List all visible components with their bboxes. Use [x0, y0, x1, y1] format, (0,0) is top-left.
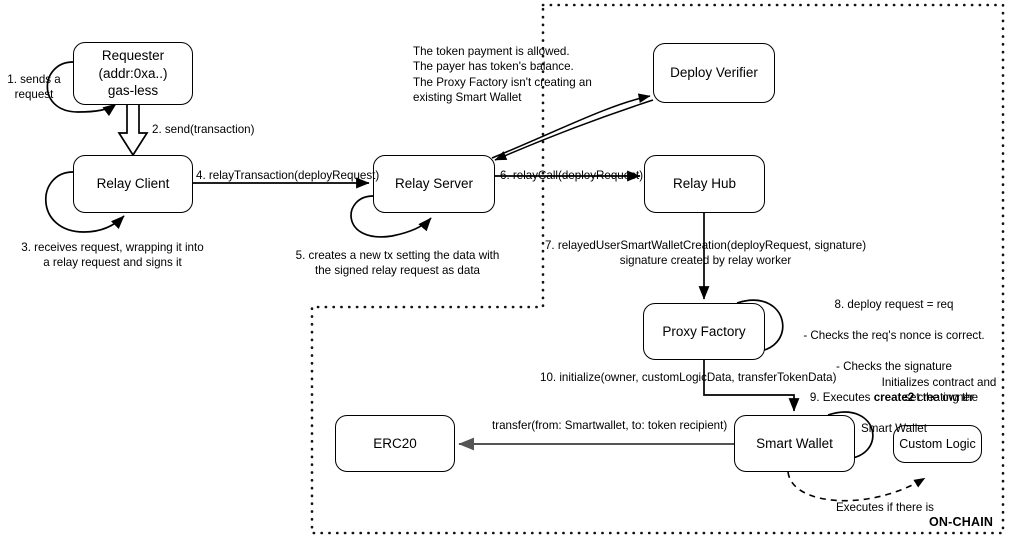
arrow-initialize — [703, 360, 800, 412]
label-step-10: 10. initialize(owner, customLogicData, t… — [540, 371, 837, 384]
arrow-executes-custom-logic — [787, 471, 926, 502]
node-erc20[interactable]: ERC20 — [335, 415, 455, 472]
label-initializes-note: Initializes contract and set the owner — [881, 376, 997, 405]
label-step-3: 3. receives request, wrapping it into a … — [21, 241, 204, 270]
node-relay-client[interactable]: Relay Client — [73, 155, 193, 213]
arrow-relay-client-self-loop — [44, 171, 125, 233]
label-step-9-prefix: 9. Executes — [809, 390, 874, 404]
node-requester-label: Requester (addr:0xa..) gas-less — [98, 47, 168, 99]
node-deploy-verifier-label: Deploy Verifier — [670, 65, 758, 81]
label-verifier-conditions-note: The token payment is allowed. The payer … — [413, 45, 592, 105]
label-executes-note: Executes if there is — [836, 501, 934, 514]
label-transfer: transfer(from: Smartwallet, to: token re… — [492, 419, 728, 432]
arrow-send-transaction — [117, 105, 149, 157]
label-step-4: 4. relayTransaction(deployRequest) — [196, 169, 380, 182]
arrow-server-to-verifier — [491, 93, 651, 159]
label-on-chain: ON-CHAIN — [929, 515, 994, 529]
node-proxy-factory-label: Proxy Factory — [662, 323, 746, 339]
label-step-6: 6. relayCall(deployRequest) — [500, 169, 644, 182]
label-step-9-create2: create2 — [873, 390, 915, 404]
node-relay-server-label: Relay Server — [394, 176, 474, 192]
node-custom-logic-label: Custom Logic — [899, 436, 976, 451]
label-step-8-line2: - Checks the req's nonce is correct. — [803, 329, 985, 343]
label-step-9-line2: Smart Wallet — [861, 421, 927, 435]
node-smart-wallet-label: Smart Wallet — [756, 435, 833, 451]
node-relay-hub-label: Relay Hub — [672, 176, 737, 192]
node-relay-server[interactable]: Relay Server — [373, 155, 495, 213]
node-relay-client-label: Relay Client — [96, 176, 170, 192]
node-deploy-verifier[interactable]: Deploy Verifier — [653, 43, 775, 103]
label-step-2: 2. send(transaction) — [152, 123, 255, 136]
node-erc20-label: ERC20 — [373, 435, 417, 451]
node-relay-hub[interactable]: Relay Hub — [644, 155, 765, 213]
label-step-8-line1: 8. deploy request = req — [834, 298, 954, 312]
node-proxy-factory[interactable]: Proxy Factory — [643, 303, 765, 360]
onchain-dotted-boundary — [310, 3, 1005, 535]
node-requester[interactable]: Requester (addr:0xa..) gas-less — [73, 42, 193, 105]
arrow-requester-self-loop — [46, 61, 117, 117]
arrow-relay-server-self-loop — [350, 195, 432, 238]
label-step-5: 5. creates a new tx setting the data wit… — [295, 249, 500, 278]
label-step-7: 7. relayedUserSmartWalletCreation(deploy… — [544, 239, 867, 268]
label-step-8-line3: - Checks the signature — [836, 360, 952, 374]
label-step-9-suffix: creating the — [914, 390, 979, 404]
arrow-verifier-to-server — [494, 99, 654, 161]
label-step-1: 1. sends a request — [7, 73, 61, 102]
node-custom-logic[interactable]: Custom Logic — [893, 425, 982, 463]
label-step-8-9: 8. deploy request = req - Checks the req… — [780, 282, 1008, 436]
